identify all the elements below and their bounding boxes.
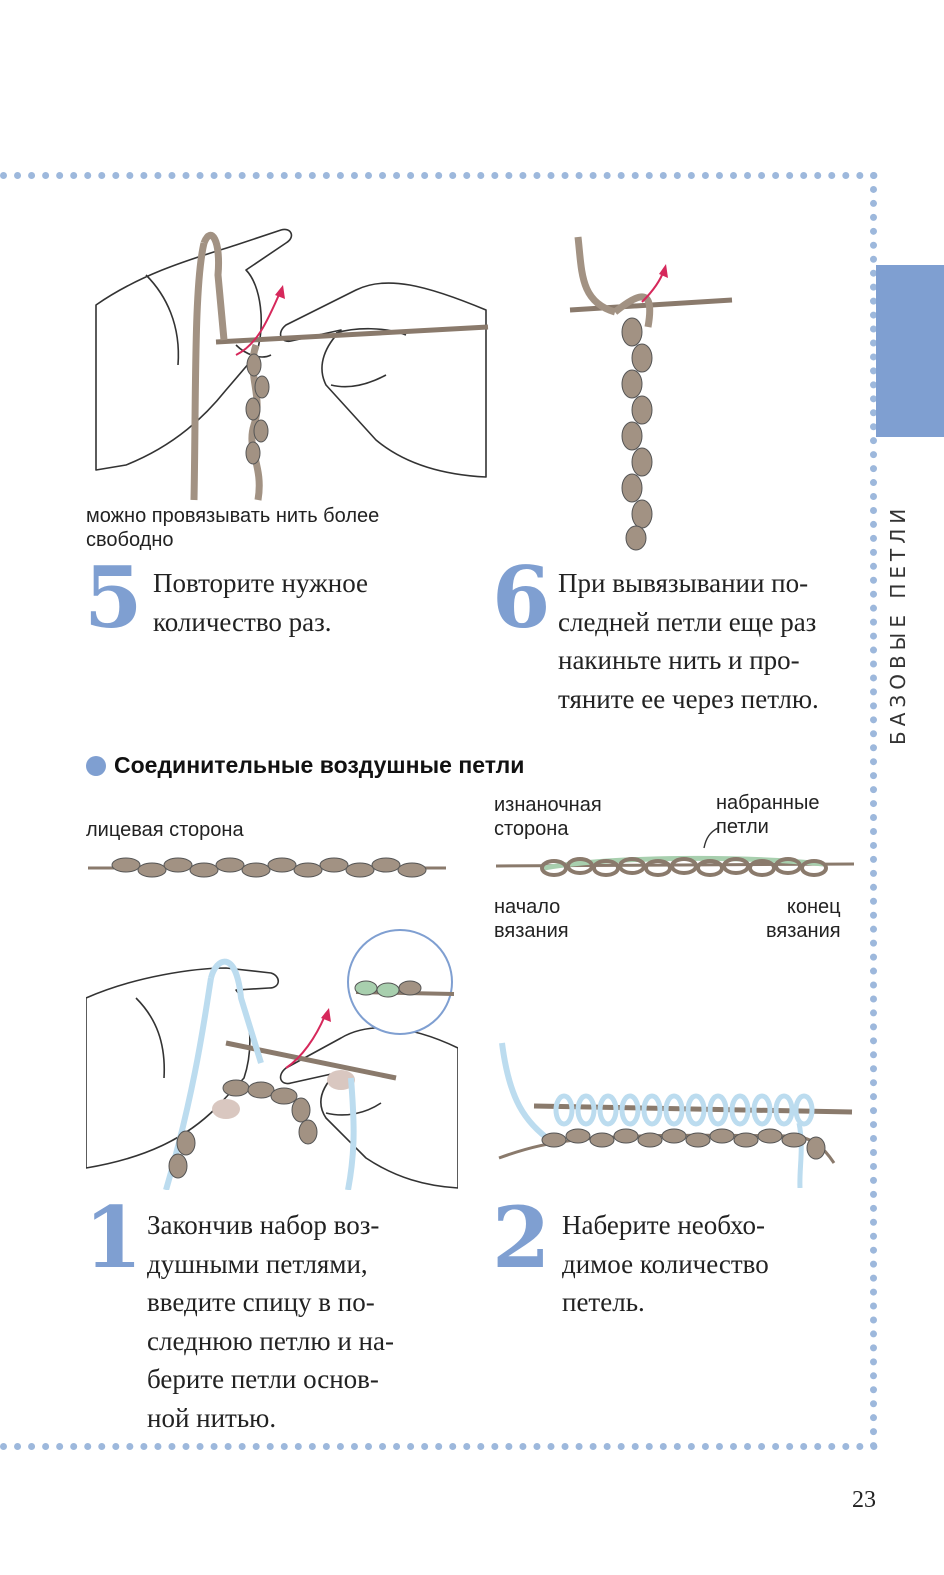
label-line: сторона [494, 818, 569, 840]
frame-right-dots [870, 172, 877, 1450]
label-back-side: изнаночная сторона [494, 793, 602, 841]
label-end: конец вязания [766, 895, 841, 943]
step6-chain-illustration [569, 236, 733, 551]
label-line: набранные [716, 792, 820, 814]
section-heading: Соединительные воздушные петли [86, 752, 524, 779]
label-line: вязания [494, 920, 569, 942]
step-line: Наберите необхо- [562, 1210, 765, 1240]
frame-bottom-dots [0, 1443, 878, 1450]
label-front-side: лицевая сторона [86, 818, 244, 842]
label-cast-on-loops: набранные петли [716, 791, 819, 839]
frame-top-dots [0, 172, 878, 179]
caption-line: свободно [86, 529, 174, 551]
step1-hands-illustration [86, 929, 458, 1190]
step5-text: Повторите нужное количество раз. [153, 564, 368, 641]
step2-text: Наберите необхо- димое количество петель… [562, 1206, 769, 1322]
step6-number: 6 [492, 548, 551, 647]
label-start: начало вязания [494, 895, 569, 943]
step-line: берите петли основ- [147, 1364, 379, 1394]
step2-loops-illustration [498, 1042, 853, 1188]
bullet-icon [86, 755, 106, 776]
step-line: тяните ее через петлю. [558, 683, 819, 714]
step1-number: 1 [84, 1188, 143, 1287]
step-line: количество раз. [153, 606, 332, 637]
label-line: начало [494, 896, 561, 918]
page-number: 23 [852, 1487, 876, 1513]
chapter-label-text: БАЗОВЫЕ ПЕТЛИ [886, 503, 910, 745]
label-line: лицевая сторона [86, 819, 244, 841]
step-line: ной нитью. [147, 1402, 277, 1433]
label-line: изнаночная [494, 794, 602, 816]
step-line: накиньте нить и про- [558, 645, 800, 675]
step-line: следнюю петлю и на- [147, 1325, 394, 1356]
caption-line: можно провязывать нить более [86, 505, 380, 527]
step5-hands-illustration [95, 228, 489, 501]
chapter-tab [876, 265, 944, 437]
step-line: Повторите нужное [153, 568, 369, 598]
step6-text: При вывязывании по- следней петли еще ра… [558, 564, 819, 718]
step-line: Закончив набор воз- [147, 1210, 380, 1240]
label-line: петли [716, 816, 769, 838]
step-line: душными петлями, [147, 1248, 368, 1279]
step-line: димое количество [562, 1248, 769, 1279]
label-line: конец [786, 896, 841, 918]
label-line: вязания [766, 920, 841, 942]
step5-number: 5 [84, 548, 143, 647]
step5-caption: можно провязывать нить более свободно [86, 504, 379, 552]
step2-number: 2 [492, 1188, 551, 1287]
chapter-label: БАЗОВЫЕ ПЕТЛИ [880, 470, 920, 760]
step-line: петель. [562, 1287, 645, 1317]
chain-back-side-illustration [495, 827, 855, 877]
step1-text: Закончив набор воз- душными петлями, вве… [147, 1206, 394, 1437]
step-line: введите спицу в по- [147, 1287, 375, 1317]
section-heading-text: Соединительные воздушные петли [114, 752, 525, 778]
step-line: следней петли еще раз [558, 606, 817, 637]
chain-front-side-illustration [88, 857, 446, 878]
step-line: При вывязывании по- [558, 568, 809, 598]
